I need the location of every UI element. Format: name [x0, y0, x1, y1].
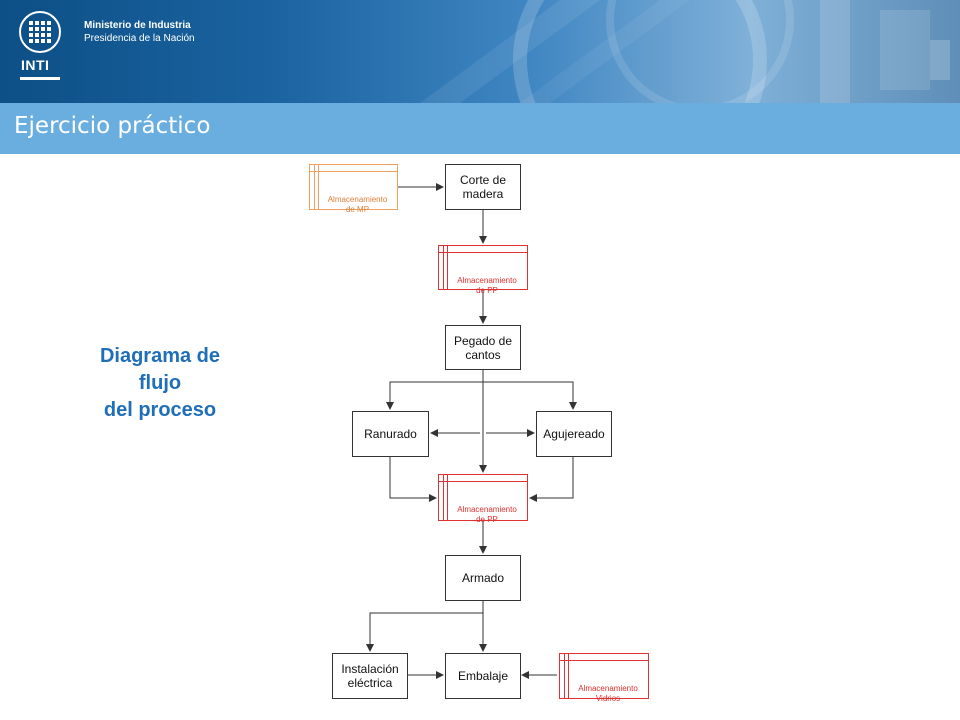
- node-almacenamiento-vidrios: Almacenamiento Vidrios: [559, 653, 649, 703]
- edge-armado-to-instalacion: [366, 612, 483, 652]
- node-corte-madera: Corte de madera: [445, 164, 521, 210]
- ministry-line-1: Ministerio de Industria: [84, 20, 191, 31]
- node-almacenamiento-pp-2: Almacenamiento de PP: [438, 474, 528, 524]
- header-decoration: [420, 0, 950, 103]
- edge-agujereado-to-pp2: [529, 457, 574, 502]
- node-almacenamiento-mp: Almacenamiento de MP: [309, 164, 398, 214]
- node-instalacion-electrica: Instalación eléctrica: [332, 653, 408, 699]
- side-label-line-3: del proceso: [103, 399, 217, 421]
- node-agujereado: Agujereado: [536, 411, 612, 457]
- node-almacenamiento-vidrios-label: Almacenamiento Vidrios: [578, 684, 638, 703]
- node-pegado-cantos: Pegado de cantos: [445, 325, 521, 370]
- node-almacenamiento-pp-2-label: Almacenamiento de PP: [457, 505, 517, 524]
- inti-logo-icon: [19, 11, 61, 53]
- node-armado: Armado: [445, 555, 521, 601]
- node-ranurado: Ranurado: [352, 411, 429, 457]
- edge-ranurado-to-pp2: [389, 457, 437, 502]
- node-almacenamiento-mp-label: Almacenamiento de MP: [327, 195, 388, 214]
- diagram-side-label: Diagrama de flujo del proceso: [70, 343, 250, 424]
- edge-pegado-to-agujereado: [483, 381, 577, 410]
- side-label-line-1: Diagrama de: [99, 345, 221, 367]
- logo-text: INTI: [21, 57, 50, 73]
- page-title: Ejercicio práctico: [14, 113, 211, 139]
- title-bar: Ejercicio práctico: [0, 103, 960, 154]
- ministry-line-2: Presidencia de la Nación: [84, 33, 195, 44]
- side-label-line-2: flujo: [138, 372, 182, 394]
- node-embalaje: Embalaje: [445, 653, 521, 699]
- node-almacenamiento-pp-1: Almacenamiento de PP: [438, 245, 528, 295]
- edge-pegado-to-ranurado: [386, 381, 483, 410]
- logo-underline: [20, 77, 60, 80]
- node-almacenamiento-pp-1-label: Almacenamiento de PP: [457, 276, 517, 295]
- ministry-label: Ministerio de Industria Presidencia de l…: [84, 19, 195, 45]
- header-banner: INTI Ministerio de Industria Presidencia…: [0, 0, 960, 103]
